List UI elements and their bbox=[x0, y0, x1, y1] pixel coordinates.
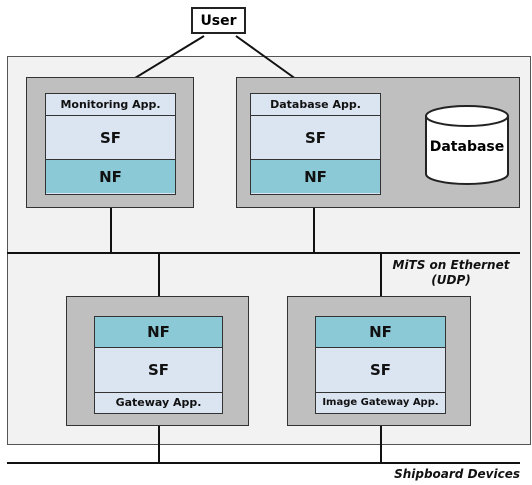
shipboard-label: Shipboard Devices bbox=[394, 467, 520, 481]
gateway-sf: SF bbox=[147, 361, 170, 379]
gateway-app-label: Gateway App. bbox=[95, 392, 222, 412]
monitoring-app-label: Monitoring App. bbox=[46, 94, 175, 116]
database-app-sf: SF bbox=[304, 128, 327, 147]
image-gateway-sf: SF bbox=[369, 361, 392, 379]
user-box: User bbox=[191, 7, 246, 34]
monitoring-stack: Monitoring App. SF NF bbox=[45, 93, 176, 195]
network-label-line1: MiTS on Ethernet bbox=[392, 258, 510, 272]
database-app-stack: Database App. SF NF bbox=[250, 93, 381, 195]
network-label: MiTS on Ethernet (UDP) bbox=[380, 258, 522, 288]
database-app-label: Database App. bbox=[251, 94, 380, 116]
monitoring-sf: SF bbox=[99, 128, 122, 147]
image-gateway-stack: NF SF Image Gateway App. bbox=[315, 316, 446, 414]
image-gateway-nf: NF bbox=[316, 317, 445, 348]
gateway-stack: NF SF Gateway App. bbox=[94, 316, 223, 414]
monitoring-nf: NF bbox=[46, 159, 175, 193]
database-app-nf: NF bbox=[251, 159, 380, 193]
network-label-line2: (UDP) bbox=[431, 273, 471, 287]
database-cylinder bbox=[425, 105, 509, 185]
database-label: Database bbox=[429, 139, 505, 155]
gateway-nf: NF bbox=[95, 317, 222, 348]
image-gateway-app-label: Image Gateway App. bbox=[316, 392, 445, 412]
